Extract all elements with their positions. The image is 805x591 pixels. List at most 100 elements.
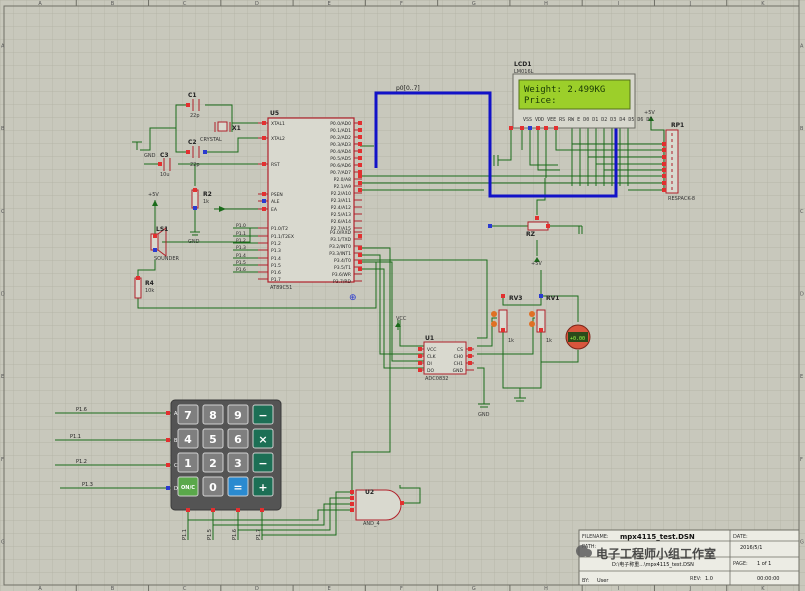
u5-pin-label: P2.0/A8 bbox=[334, 177, 351, 183]
u5-pin-label: P3.2/INT0 bbox=[329, 244, 351, 250]
u5-pin-label: P1.7 bbox=[271, 277, 281, 283]
pin-marker bbox=[520, 126, 524, 130]
key-2[interactable]: 2 bbox=[202, 452, 224, 473]
key-label: − bbox=[258, 409, 267, 422]
u5-pin-label: XTAL1 bbox=[271, 121, 285, 127]
border-left-letter: E bbox=[1, 374, 4, 380]
pin-marker bbox=[186, 103, 190, 107]
u5-pin-label: P0.4/AD4 bbox=[330, 149, 351, 155]
key-−[interactable]: − bbox=[252, 404, 274, 425]
border-right-letter: C bbox=[800, 209, 804, 215]
key-ON/C[interactable]: ON/C bbox=[177, 476, 199, 497]
crystal-x1[interactable] bbox=[214, 121, 231, 132]
pin-marker bbox=[662, 188, 666, 192]
u5-pin-label: P1.0/T2 bbox=[271, 226, 288, 232]
pin-marker bbox=[662, 174, 666, 178]
border-top-letter: C bbox=[183, 1, 187, 7]
key-8[interactable]: 8 bbox=[202, 404, 224, 425]
border-top-letter: A bbox=[38, 1, 42, 7]
respack-rp1[interactable] bbox=[665, 129, 679, 194]
net-label: P1.1 bbox=[236, 231, 246, 237]
border-bottom-letter: C bbox=[183, 586, 187, 591]
u5-pin-label: P1.3 bbox=[271, 248, 281, 254]
gnd-label-r2: GND bbox=[188, 239, 200, 245]
border-bottom-letter: J bbox=[689, 586, 691, 591]
lcd-lm016l[interactable]: Weight: 2.499KG Price: VSS VDD VEE RS RW… bbox=[512, 73, 652, 129]
key-6[interactable]: 6 bbox=[227, 428, 249, 449]
resistor-r2[interactable] bbox=[191, 189, 199, 209]
resistor-r4[interactable] bbox=[134, 277, 142, 299]
wires bbox=[55, 104, 665, 540]
border-bottom-letter: G bbox=[472, 586, 476, 591]
u5-pin-label: PSEN bbox=[271, 192, 283, 198]
pin-marker bbox=[554, 126, 558, 130]
key-label: ON/C bbox=[181, 485, 195, 491]
ls1-value: SOUNDER bbox=[154, 256, 180, 262]
r4-value: 10k bbox=[145, 288, 154, 294]
ls1-ref: LS1 bbox=[156, 226, 168, 233]
rp1-part: RESPACK-8 bbox=[668, 196, 695, 202]
pin-marker bbox=[350, 496, 354, 500]
key-4[interactable]: 4 bbox=[177, 428, 199, 449]
key-1[interactable]: 1 bbox=[177, 452, 199, 473]
rv1-ref: RV1 bbox=[546, 295, 559, 302]
data-bus bbox=[374, 91, 618, 198]
net-label: P1.3 bbox=[236, 245, 246, 251]
pin-marker bbox=[358, 135, 362, 139]
net-label: P1.1 bbox=[182, 529, 188, 540]
key-3[interactable]: 3 bbox=[227, 452, 249, 473]
key-+[interactable]: + bbox=[252, 476, 274, 497]
pin-marker bbox=[535, 216, 539, 220]
r2-value: 1k bbox=[203, 199, 209, 205]
u5-pin-label: P0.1/AD1 bbox=[330, 128, 351, 134]
watermark: 电子工程师小组工作室 bbox=[576, 545, 716, 561]
u5-pin-label: P3.3/INT1 bbox=[329, 251, 351, 257]
key-−[interactable]: − bbox=[252, 452, 274, 473]
key-×[interactable]: × bbox=[252, 428, 274, 449]
border-top-letter: D bbox=[255, 1, 259, 7]
key-label: 5 bbox=[209, 433, 217, 446]
key-label: 7 bbox=[184, 409, 192, 422]
capacitor-c1[interactable] bbox=[192, 99, 200, 111]
pin-marker bbox=[186, 150, 190, 154]
u5-pin-label: XTAL2 bbox=[271, 136, 285, 142]
key-5[interactable]: 5 bbox=[202, 428, 224, 449]
voltmeter-gauge[interactable]: +0.00 bbox=[565, 324, 591, 350]
by-value: User bbox=[597, 578, 609, 584]
border-top-letter: E bbox=[328, 1, 331, 7]
time-value: 00:00:00 bbox=[757, 576, 779, 582]
key-0[interactable]: 0 bbox=[202, 476, 224, 497]
rv1-value: 1k bbox=[546, 338, 552, 344]
capacitor-c3[interactable] bbox=[163, 158, 171, 171]
keypad-row-letter: D bbox=[174, 486, 178, 492]
u5-pin-label: P2.4/A12 bbox=[331, 205, 351, 211]
key-7[interactable]: 7 bbox=[177, 404, 199, 425]
pin-marker bbox=[539, 328, 543, 332]
pin-marker bbox=[358, 156, 362, 160]
c2-value: 22p bbox=[190, 162, 200, 168]
border-right-letter: B bbox=[800, 126, 804, 132]
pin-marker bbox=[350, 502, 354, 506]
u5-pin-label: P2.6/A14 bbox=[331, 219, 351, 225]
net-label: P1.5 bbox=[207, 529, 213, 540]
pin-marker bbox=[358, 260, 362, 264]
pin-marker bbox=[358, 174, 362, 178]
pot-rz[interactable] bbox=[527, 221, 549, 231]
and-gate-u2[interactable] bbox=[355, 489, 402, 521]
pin-marker bbox=[501, 294, 505, 298]
u5-pin-label: P0.5/AD5 bbox=[330, 156, 351, 162]
lcd-line-2: Price: bbox=[524, 96, 557, 106]
capacitor-c2[interactable] bbox=[192, 146, 200, 158]
mcu-u5[interactable]: XTAL1XTAL2RSTPSENALEEAP1.0/T2P1.1/T2EXP1… bbox=[258, 117, 362, 285]
key-9[interactable]: 9 bbox=[227, 404, 249, 425]
lcd-screen bbox=[518, 79, 631, 110]
lcd1-part: LM016L bbox=[514, 69, 534, 75]
pin-marker bbox=[166, 463, 170, 467]
key-=[interactable]: = bbox=[227, 476, 249, 497]
border-bottom-letter: F bbox=[400, 586, 403, 591]
